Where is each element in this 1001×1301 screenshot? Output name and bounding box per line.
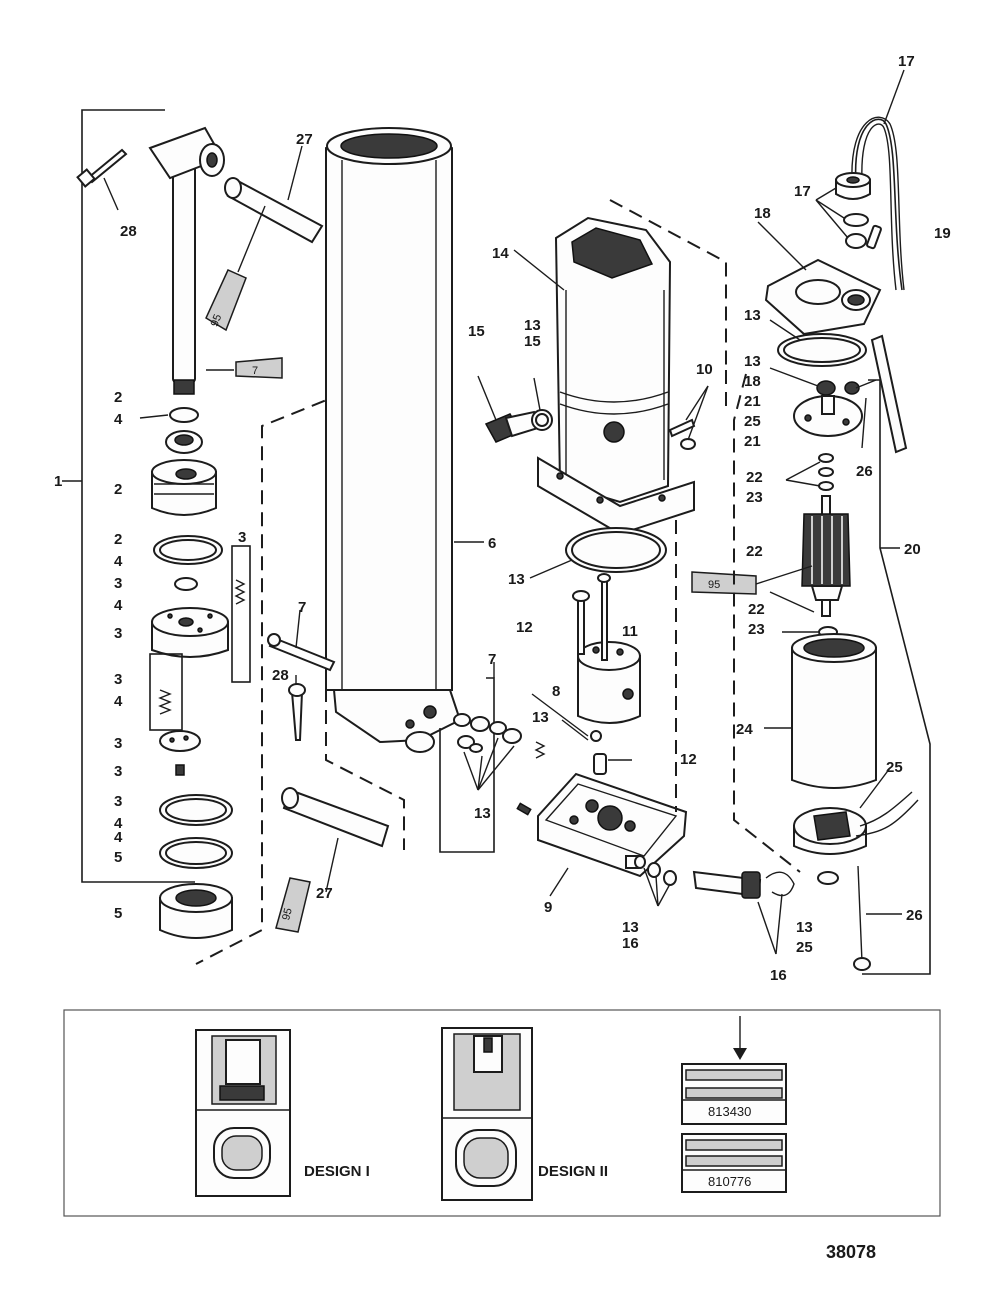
callout-5: 5 xyxy=(114,905,122,922)
design-1-label: DESIGN I xyxy=(304,1163,370,1180)
callout-24: 24 xyxy=(736,721,753,738)
callout-18: 18 xyxy=(744,373,761,390)
callout-23: 23 xyxy=(748,621,765,638)
callout-12: 12 xyxy=(680,751,697,768)
callout-2: 2 xyxy=(114,481,122,498)
callout-21: 21 xyxy=(744,433,761,450)
design-1-housing-drawing xyxy=(195,1029,291,1197)
sealant-tube-label: 95 xyxy=(708,579,720,591)
callout-17: 17 xyxy=(794,183,811,200)
callout-4: 4 xyxy=(114,693,123,710)
part-number-810776: 810776 xyxy=(708,1174,751,1189)
motor-assembly xyxy=(691,69,931,975)
callout-25: 25 xyxy=(744,413,761,430)
callout-3: 3 xyxy=(114,575,122,592)
piston-rod-assembly xyxy=(62,109,324,939)
callout-2: 2 xyxy=(114,389,122,406)
callout-13: 13 xyxy=(508,571,525,588)
callout-22: 22 xyxy=(746,469,763,486)
trim-cylinder xyxy=(195,127,484,965)
callout-2: 2 xyxy=(114,531,122,548)
callout-12: 12 xyxy=(516,619,533,636)
callout-7: 7 xyxy=(488,651,496,668)
callout-1: 1 xyxy=(54,473,62,490)
callout-19: 19 xyxy=(934,225,951,242)
callout-16: 16 xyxy=(770,967,787,984)
callout-13: 13 xyxy=(622,919,639,936)
pump-valve-assembly xyxy=(439,573,795,955)
callout-15: 15 xyxy=(524,333,541,350)
callout-3: 3 xyxy=(114,793,122,810)
callout-3: 3 xyxy=(114,763,122,780)
callout-13: 13 xyxy=(744,353,761,370)
callout-25: 25 xyxy=(886,759,903,776)
callout-10: 10 xyxy=(696,361,713,378)
callout-7: 7 xyxy=(298,599,306,616)
callout-27: 27 xyxy=(296,131,313,148)
callout-26: 26 xyxy=(906,907,923,924)
callout-25: 25 xyxy=(796,939,813,956)
sealant-tube-label: 95 xyxy=(280,907,295,922)
callout-3: 3 xyxy=(114,671,122,688)
callout-4: 4 xyxy=(114,815,123,832)
callout-labels: 1 2 4 2 2 4 3 3 4 3 3 4 3 3 3 4 4 5 5 6 … xyxy=(54,53,951,984)
design-2-label: DESIGN II xyxy=(538,1163,608,1180)
callout-6: 6 xyxy=(488,535,496,552)
callout-3: 3 xyxy=(114,735,122,752)
callout-3: 3 xyxy=(114,625,122,642)
callout-28: 28 xyxy=(272,667,289,684)
callout-13: 13 xyxy=(796,919,813,936)
callout-22: 22 xyxy=(746,543,763,560)
callout-21: 21 xyxy=(744,393,761,410)
callout-13: 13 xyxy=(532,709,549,726)
callout-13: 13 xyxy=(474,805,491,822)
diagram-number: 38078 xyxy=(826,1242,876,1262)
callout-11: 11 xyxy=(622,623,638,640)
design-2-housing-drawing xyxy=(441,1027,533,1201)
callout-9: 9 xyxy=(544,899,552,916)
callout-16: 16 xyxy=(622,935,639,952)
part-number-813430: 813430 xyxy=(708,1104,751,1119)
callout-23: 23 xyxy=(746,489,763,506)
callout-4: 4 xyxy=(114,411,123,428)
callout-20: 20 xyxy=(904,541,921,558)
reservoir xyxy=(477,199,727,812)
callout-14: 14 xyxy=(492,245,509,262)
callout-4: 4 xyxy=(114,597,123,614)
callout-3: 3 xyxy=(238,529,246,546)
callout-26: 26 xyxy=(856,463,873,480)
seal-810776-drawing xyxy=(681,1133,787,1193)
callout-8: 8 xyxy=(552,683,560,700)
callout-22: 22 xyxy=(748,601,765,618)
seal-813430-drawing xyxy=(681,1063,787,1125)
design-inset: DESIGN I DESIGN II 813430 81 xyxy=(63,1009,941,1217)
callout-5: 5 xyxy=(114,849,122,866)
callout-28: 28 xyxy=(120,223,137,240)
callout-18: 18 xyxy=(754,205,771,222)
sealant-tube-label: 95 xyxy=(209,313,225,329)
callout-4: 4 xyxy=(114,553,123,570)
callout-13: 13 xyxy=(524,317,541,334)
callout-15: 15 xyxy=(468,323,485,340)
lubricant-tube-label: 7 xyxy=(252,365,258,377)
callout-17: 17 xyxy=(898,53,915,70)
callout-4: 4 xyxy=(114,829,123,846)
callout-13: 13 xyxy=(744,307,761,324)
callout-27: 27 xyxy=(316,885,333,902)
